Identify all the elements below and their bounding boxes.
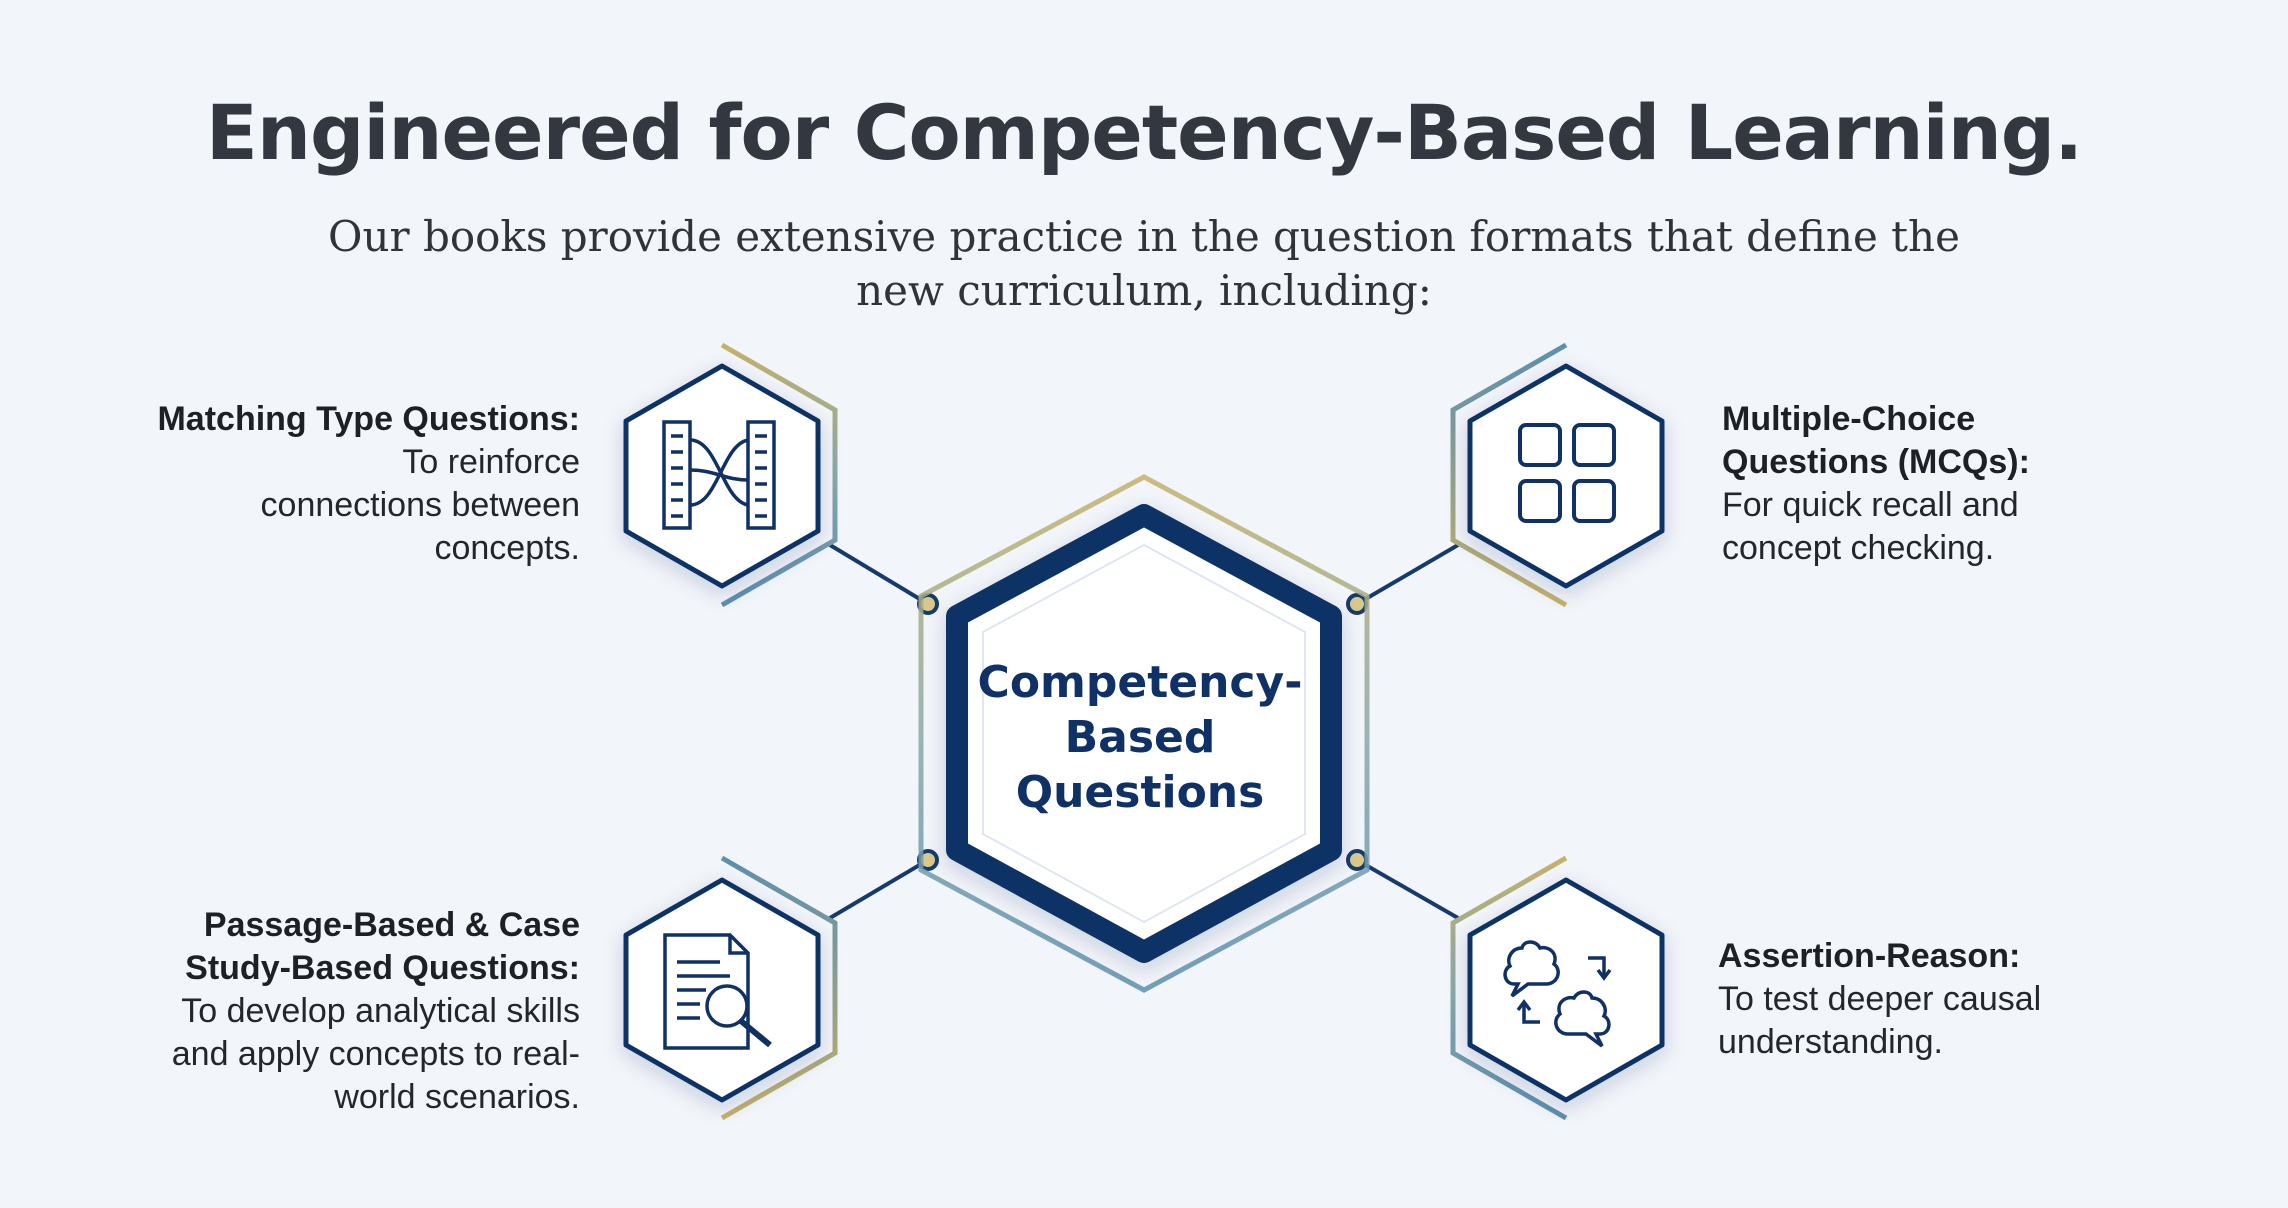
matching-desc-line2: connections between: [260, 486, 580, 524]
mcq-item: Multiple-Choice Questions (MCQs): For qu…: [1722, 398, 2242, 570]
mcq-heading-line1: Multiple-Choice: [1722, 400, 1976, 438]
passage-heading-line1: Passage-Based & Case: [203, 906, 580, 944]
center-label-line1: Competency-: [977, 657, 1303, 708]
connector-lines: [828, 543, 1460, 920]
matching-type-item: Matching Type Questions: To reinforce co…: [60, 398, 580, 570]
center-hexagon: [918, 474, 1370, 993]
page-subtitle: Our books provide extensive practice in …: [328, 212, 1960, 315]
mcq-desc-line1: For quick recall and: [1722, 486, 2019, 524]
passage-hexagon: [623, 855, 838, 1121]
connector-passage: [828, 858, 930, 920]
mcq-desc-line2: concept checking.: [1722, 529, 1995, 567]
page-title: Engineered for Competency-Based Learning…: [205, 88, 2083, 177]
assertion-hexagon: [1450, 855, 1665, 1121]
document-search-icon: [663, 933, 772, 1050]
passage-based-item: Passage-Based & Case Study-Based Questio…: [60, 904, 580, 1119]
connector-assertion: [1356, 858, 1459, 920]
center-label-line2: Based: [1064, 712, 1216, 763]
assertion-reason-item: Assertion-Reason: To test deeper causal …: [1718, 935, 2238, 1064]
passage-heading-line2: Study-Based Questions:: [185, 949, 580, 987]
matching-desc-line1: To reinforce: [402, 443, 580, 481]
dot-assertion: [1346, 849, 1368, 871]
speech-bubbles-exchange-icon: [1503, 940, 1612, 1048]
connector-mcq: [1355, 543, 1460, 606]
center-label-line3: Questions: [1015, 767, 1265, 818]
passage-desc-line2: and apply concepts to real-: [171, 1035, 580, 1073]
passage-desc-line3: world scenarios.: [334, 1078, 580, 1116]
connector-matching: [828, 543, 930, 606]
assertion-heading: Assertion-Reason:: [1718, 937, 2021, 975]
grid-options-icon: [1518, 423, 1616, 523]
passage-desc-line1: To develop analytical skills: [181, 992, 580, 1030]
matching-heading: Matching Type Questions:: [157, 400, 580, 438]
center-label: Competency- Based Questions: [940, 655, 1340, 820]
matching-hexagon: [623, 342, 838, 608]
mcq-heading-line2: Questions (MCQs):: [1722, 443, 2030, 481]
matching-columns-icon: [662, 420, 776, 530]
assertion-desc-line1: To test deeper causal: [1718, 980, 2042, 1018]
matching-desc-line3: concepts.: [434, 529, 580, 567]
dot-mcq: [1346, 593, 1368, 615]
assertion-desc-line2: understanding.: [1718, 1023, 1943, 1061]
mcq-hexagon: [1450, 342, 1665, 608]
